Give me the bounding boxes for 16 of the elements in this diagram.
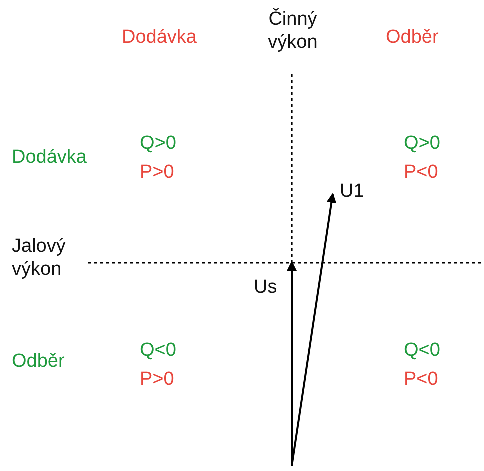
quadrant-label: P<0 (404, 161, 440, 184)
quadrant-label: P<0 (404, 368, 440, 391)
quadrant-label: P>0 (140, 161, 176, 184)
axis-label: Činný výkon (267, 8, 319, 54)
quadrant-label: Q<0 (404, 339, 442, 362)
quadrant-label: Q>0 (140, 132, 178, 155)
phasor-label: Us (254, 276, 278, 299)
quadrant-label: Dodávka (12, 146, 88, 169)
quadrant-label: P>0 (140, 368, 176, 391)
quadrant-label: Q<0 (140, 339, 178, 362)
quadrant-label: Odběr (12, 350, 66, 373)
quadrant-label: Dodávka (122, 26, 198, 49)
quadrant-label: Odběr (386, 26, 440, 49)
quadrant-label: Q>0 (404, 132, 442, 155)
phasor-label: U1 (340, 180, 366, 203)
axis-label: Jalový výkon (12, 235, 67, 281)
